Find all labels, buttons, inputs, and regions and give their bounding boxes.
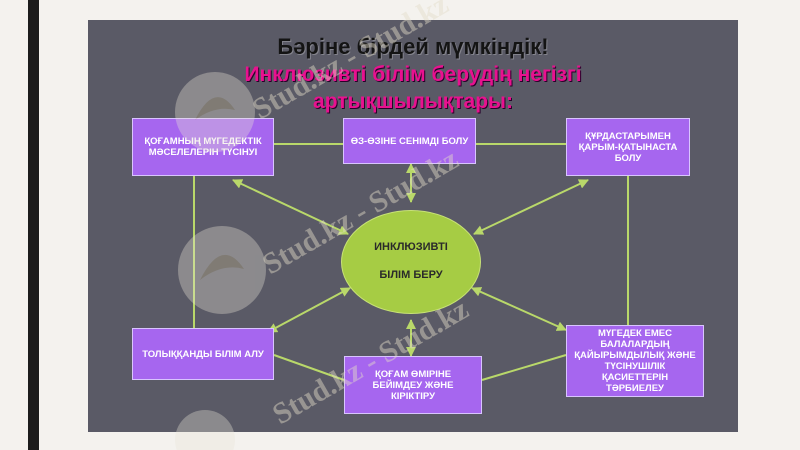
connector-lines — [193, 143, 629, 381]
presentation-slide: Бәріне бірдей мүмкіндік! Инклюзивті білі… — [88, 20, 738, 432]
left-accent-bar — [28, 0, 39, 450]
arrow-center-top-left — [232, 179, 349, 235]
connector-bottom-center-bottom-right — [481, 354, 567, 381]
arrow-center-bottom-right — [471, 287, 567, 331]
box-top-right: ҚҰРДАСТАРЫМЕН ҚАРЫМ-ҚАТЫНАСТА БОЛУ — [566, 118, 690, 176]
box-bottom-left: ТОЛЫҚҚАНДЫ БІЛІМ АЛУ — [132, 328, 274, 380]
box-bottom-right: МҮГЕДЕК ЕМЕС БАЛАЛАРДЫҢ ҚАЙЫРЫМДЫЛЫҚ ЖӘН… — [566, 325, 704, 397]
connector-bottom-left-bottom-center — [273, 354, 345, 381]
slide-subtitle-line2: артықшылықтары: — [313, 90, 513, 113]
slide-subtitle-line1: Инклюзивті білім берудің негізгі — [244, 63, 582, 86]
box-top-center: ӨЗ-ӨЗІНЕ СЕНІМДІ БОЛУ — [343, 118, 476, 164]
center-ellipse: ИНКЛЮЗИВТІ БІЛІМ БЕРУ — [341, 210, 481, 314]
center-label-line2: БІЛІМ БЕРУ — [379, 269, 443, 281]
box-bottom-center: ҚОҒАМ ӨМІРІНЕ БЕЙІМДЕУ ЖӘНЕ КІРІКТІРУ — [344, 356, 482, 414]
arrow-center-top-right — [473, 179, 589, 235]
arrow-center-bottom-left — [267, 287, 351, 333]
box-top-left: ҚОҒАМНЫҢ МҮГЕДЕКТІК МӘСЕЛЕЛЕРІН ТҮСІНУІ — [132, 118, 274, 176]
slide-title: Бәріне бірдей мүмкіндік! — [277, 34, 549, 59]
center-label-line1: ИНКЛЮЗИВТІ — [374, 241, 448, 253]
